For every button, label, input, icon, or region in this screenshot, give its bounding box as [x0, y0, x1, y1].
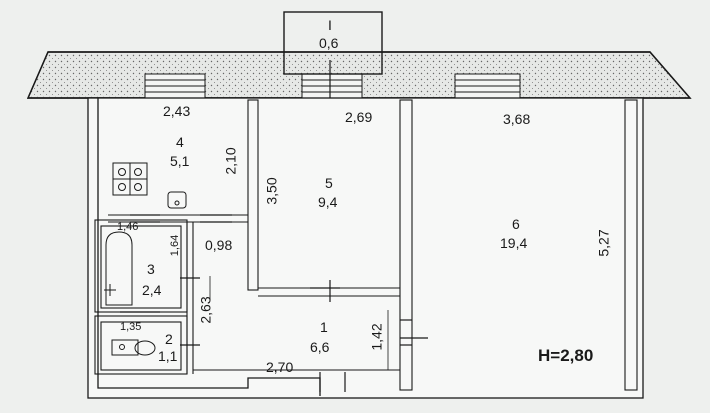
room-2-number: 2	[165, 331, 173, 347]
facade-windows	[144, 73, 521, 99]
room-6-area: 19,4	[500, 235, 528, 251]
dim-label: 0,98	[205, 237, 233, 253]
toilet-icon	[111, 339, 156, 356]
room-3-area: 2,4	[142, 282, 162, 298]
dim-label: 1,35	[120, 321, 142, 333]
dim-label: 2,69	[345, 109, 373, 125]
dim-label: 2,70	[266, 359, 294, 375]
dim-label: 5,27	[595, 229, 612, 257]
balcony-outline	[283, 11, 383, 75]
dim-label: 2,63	[197, 296, 214, 324]
bathtub-icon	[104, 231, 133, 306]
room-6-number: 6	[512, 216, 520, 232]
room-1-area: 6,6	[310, 339, 330, 355]
room-4-area: 5,1	[170, 153, 190, 169]
room-1-number: 1	[320, 319, 328, 335]
balcony-area: 0,6	[319, 35, 339, 51]
dim-label: 1,42	[368, 323, 385, 351]
stove-icon	[112, 162, 148, 196]
dim-label: 1,46	[117, 221, 139, 233]
sink-icon	[167, 191, 187, 209]
room-5-number: 5	[325, 175, 333, 191]
dim-label: 1,64	[169, 234, 182, 257]
dim-label: 2,10	[222, 147, 239, 175]
room-4-number: 4	[176, 134, 184, 150]
openings	[120, 214, 428, 392]
dim-label: 2,43	[163, 103, 191, 119]
room-5-area: 9,4	[318, 194, 338, 210]
room-3-number: 3	[147, 261, 155, 277]
dim-label: 3,50	[263, 177, 280, 205]
balcony-number: I	[328, 17, 332, 33]
dim-label: 3,68	[503, 111, 531, 127]
dimension-lines	[200, 276, 400, 371]
room-2-area: 1,1	[158, 348, 178, 364]
ceiling-height-label: H=2,80	[538, 346, 594, 365]
